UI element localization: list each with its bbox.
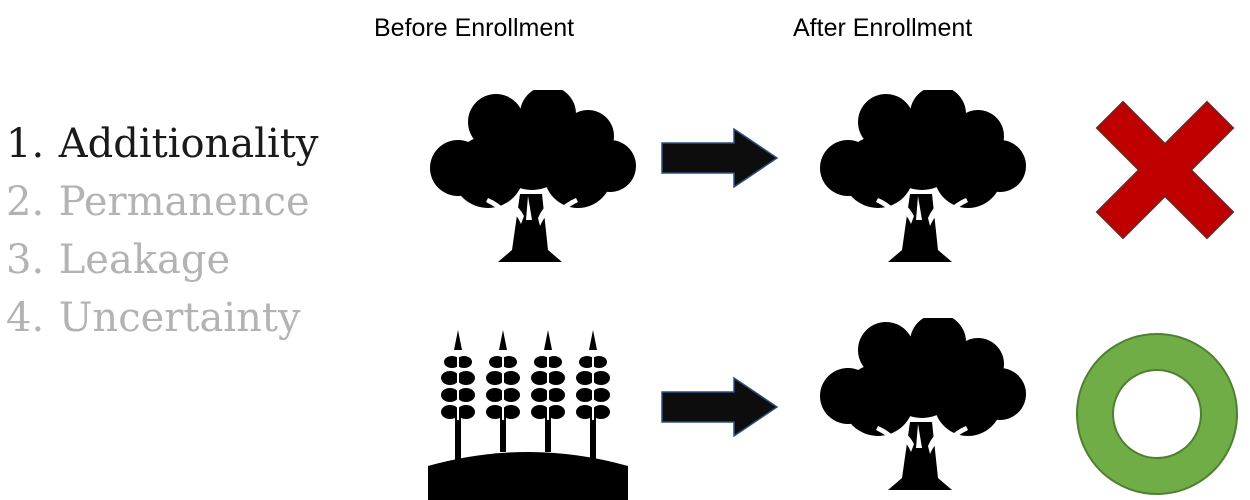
- red-x-icon: [1095, 100, 1235, 240]
- criteria-item-uncertainty: 4. Uncertainty: [6, 289, 318, 347]
- before-enrollment-header: Before Enrollment: [374, 14, 575, 42]
- criteria-item-additionality: 1. Additionality: [6, 115, 318, 173]
- criteria-item-leakage: 3. Leakage: [6, 231, 318, 289]
- criteria-number: 4.: [6, 295, 45, 341]
- criteria-number: 2.: [6, 179, 45, 225]
- criteria-number: 1.: [6, 121, 45, 167]
- criteria-label: Additionality: [58, 121, 319, 167]
- criteria-number: 3.: [6, 237, 45, 283]
- criteria-label: Uncertainty: [58, 295, 301, 341]
- tree-icon: [428, 90, 638, 270]
- criteria-list: 1. Additionality 2. Permanence 3. Leakag…: [6, 115, 318, 347]
- tree-icon: [818, 318, 1028, 498]
- wheat-field-icon: [428, 310, 628, 500]
- green-circle-icon: [1073, 330, 1241, 498]
- tree-icon: [818, 90, 1028, 270]
- arrow-icon: [660, 127, 780, 189]
- criteria-item-permanence: 2. Permanence: [6, 173, 318, 231]
- arrow-icon: [660, 376, 780, 438]
- criteria-label: Leakage: [58, 237, 231, 283]
- criteria-label: Permanence: [58, 179, 310, 225]
- after-enrollment-header: After Enrollment: [793, 14, 973, 42]
